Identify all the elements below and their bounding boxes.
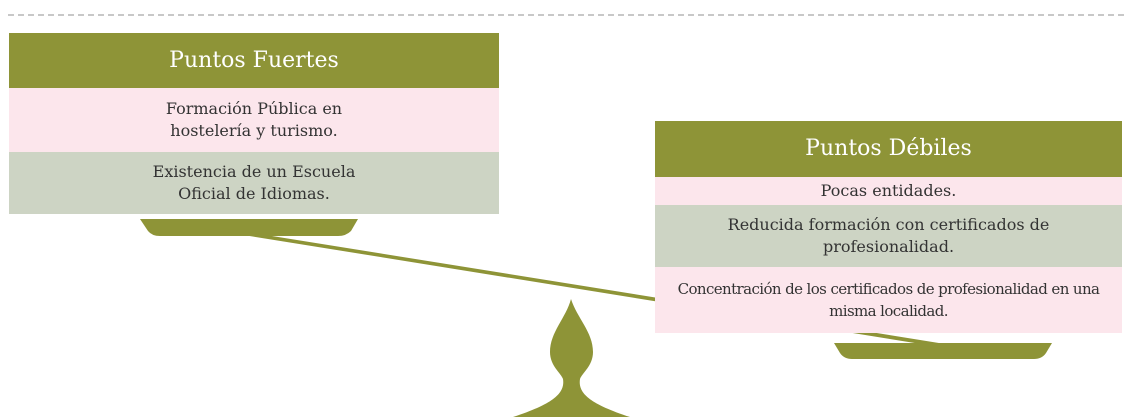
weakness-item: Pocas entidades. bbox=[655, 177, 1122, 205]
weakness-item: Concentración de los certificados de pro… bbox=[655, 267, 1122, 333]
weakness-item-text: Reducida formación con certificados de p… bbox=[727, 215, 1050, 256]
weakness-item-text: Pocas entidades. bbox=[820, 181, 957, 200]
strength-item-text: Existencia de un Escuela Oficial de Idio… bbox=[152, 162, 356, 203]
strengths-title: Puntos Fuertes bbox=[9, 33, 499, 88]
strength-item: Existencia de un Escuela Oficial de Idio… bbox=[9, 152, 499, 214]
right-pan bbox=[834, 343, 1052, 359]
strength-item-text: Formación Pública en hostelería y turism… bbox=[165, 99, 343, 140]
dashed-divider bbox=[8, 14, 1124, 16]
weakness-item-text: Concentración de los certificados de pro… bbox=[677, 280, 1100, 320]
strength-item: Formación Pública en hostelería y turism… bbox=[9, 88, 499, 152]
weaknesses-panel: Puntos Débiles Pocas entidades. Reducida… bbox=[655, 121, 1122, 333]
balance-stand bbox=[513, 299, 630, 417]
left-pan bbox=[140, 219, 358, 236]
weaknesses-title: Puntos Débiles bbox=[655, 121, 1122, 177]
strengths-panel: Puntos Fuertes Formación Pública en host… bbox=[9, 33, 499, 214]
weakness-item: Reducida formación con certificados de p… bbox=[655, 205, 1122, 267]
